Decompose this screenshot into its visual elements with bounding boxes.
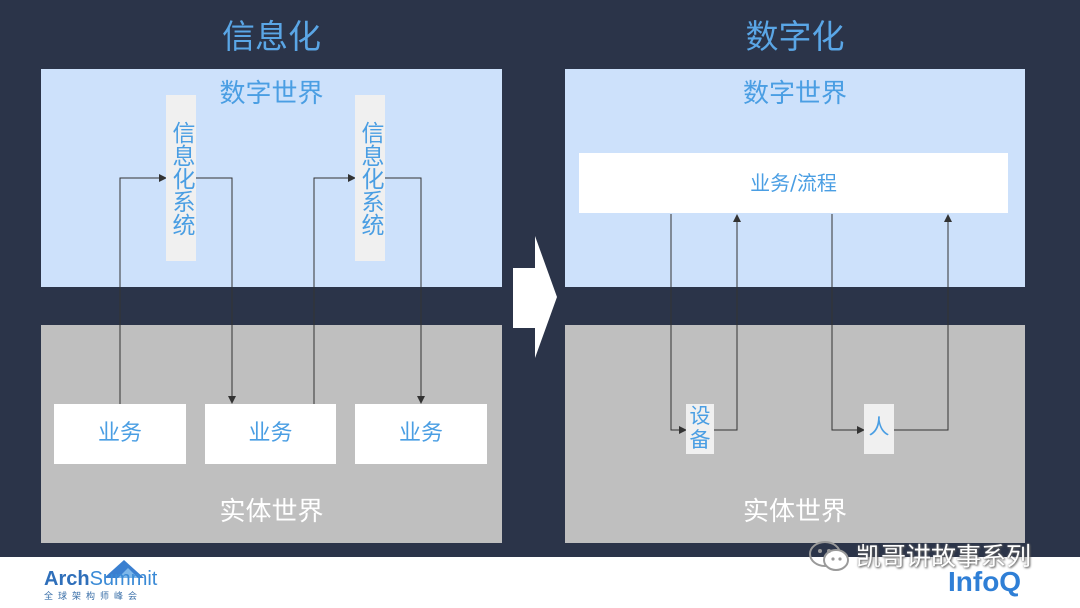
info-system-box-1: 信息化系统 bbox=[166, 95, 196, 261]
person-box: 人 bbox=[864, 404, 894, 454]
transition-arrow-icon bbox=[513, 236, 557, 358]
line-process-to-device bbox=[670, 214, 687, 434]
footer-bar bbox=[0, 557, 1080, 608]
device-label: 设备 bbox=[689, 404, 711, 452]
infoq-logo: InfoQ bbox=[948, 566, 1022, 597]
left-digital-world-label: 数字世界 bbox=[219, 79, 324, 109]
info-system-box-2: 信息化系统 bbox=[355, 95, 385, 261]
right-title: 数字化 bbox=[745, 17, 845, 56]
left-physical-world-label: 实体世界 bbox=[219, 497, 324, 527]
right-physical-world-label: 实体世界 bbox=[742, 497, 847, 527]
line-device-to-process bbox=[714, 214, 741, 431]
left-digital-world-panel bbox=[41, 69, 502, 287]
wechat-icon bbox=[809, 541, 849, 571]
line-process-to-person bbox=[831, 214, 865, 434]
business-box-2: 业务 bbox=[205, 404, 336, 464]
logo-summit-text: Summit bbox=[89, 568, 158, 590]
line-biz2-to-system2 bbox=[313, 174, 356, 404]
archsummit-logo: ArchSummit bbox=[44, 568, 157, 590]
line-person-to-process bbox=[894, 214, 952, 431]
business-process-bar: 业务/流程 bbox=[579, 153, 1008, 213]
right-digital-world-label: 数字世界 bbox=[742, 79, 847, 109]
left-title: 信息化 bbox=[222, 17, 321, 56]
line-system2-to-biz3 bbox=[385, 177, 425, 404]
line-system1-to-biz2 bbox=[196, 177, 236, 404]
device-box: 设备 bbox=[686, 404, 714, 454]
business-box-3: 业务 bbox=[355, 404, 487, 464]
archsummit-subtitle: 全球架构师峰会 bbox=[44, 592, 143, 602]
line-biz1-to-system1 bbox=[119, 174, 167, 404]
archsummit-mountain-icon bbox=[104, 560, 144, 578]
logo-arch-text: Arch bbox=[44, 568, 90, 590]
wechat-account-label: 凯哥讲故事系列 bbox=[856, 542, 1032, 571]
business-box-1: 业务 bbox=[54, 404, 186, 464]
